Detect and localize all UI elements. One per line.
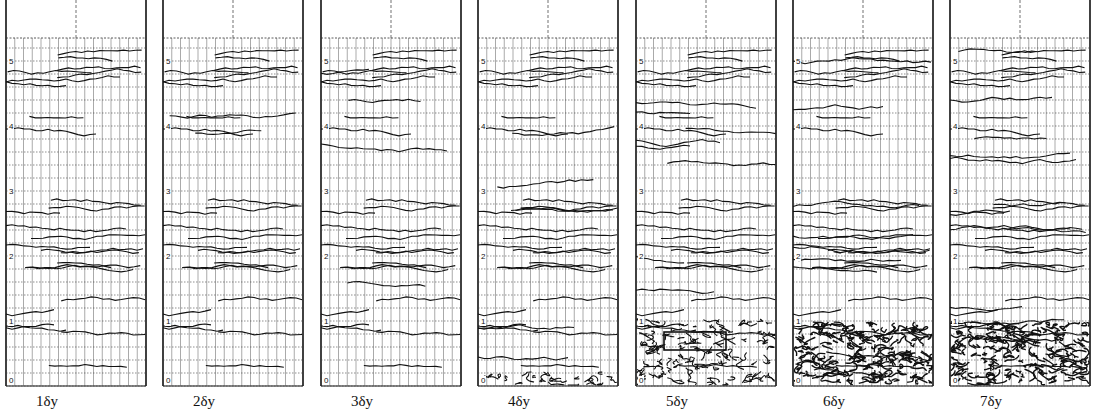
height-tick-number: 2 xyxy=(480,252,486,261)
height-tick-number: 4 xyxy=(638,122,644,131)
panel-caption: 1δy xyxy=(36,393,58,410)
height-tick-number: 0 xyxy=(8,376,14,385)
height-tick-number: 3 xyxy=(638,187,644,196)
height-tick-number: 0 xyxy=(638,376,644,385)
height-tick-number: 2 xyxy=(8,252,14,261)
height-tick-number: 2 xyxy=(952,252,958,261)
height-tick-number: 4 xyxy=(165,122,171,131)
height-tick-number: 1 xyxy=(480,317,486,326)
wall-panel xyxy=(793,0,933,386)
panel-caption: 2δy xyxy=(193,393,215,410)
wall-panel xyxy=(163,0,303,386)
wall-panel xyxy=(636,0,776,386)
height-tick-number: 0 xyxy=(323,376,329,385)
height-tick-number: 2 xyxy=(165,252,171,261)
height-tick-number: 4 xyxy=(952,122,958,131)
height-tick-number: 0 xyxy=(952,376,958,385)
height-tick-number: 4 xyxy=(480,122,486,131)
height-tick-number: 5 xyxy=(638,57,644,66)
height-tick-number: 5 xyxy=(480,57,486,66)
height-tick-number: 5 xyxy=(8,57,14,66)
height-tick-number: 5 xyxy=(323,57,329,66)
height-tick-number: 0 xyxy=(165,376,171,385)
height-tick-number: 1 xyxy=(952,317,958,326)
wall-panel xyxy=(6,0,146,386)
height-tick-number: 1 xyxy=(165,317,171,326)
panel-caption: 7δy xyxy=(980,393,1002,410)
wall-panel xyxy=(950,0,1090,386)
height-tick-number: 0 xyxy=(795,376,801,385)
panel-caption: 6δy xyxy=(823,393,845,410)
height-tick-number: 5 xyxy=(795,57,801,66)
height-tick-number: 4 xyxy=(323,122,329,131)
panel-caption: 4δy xyxy=(508,393,530,410)
height-tick-number: 1 xyxy=(323,317,329,326)
height-tick-number: 2 xyxy=(795,252,801,261)
height-tick-number: 1 xyxy=(795,317,801,326)
panel-caption: 5δy xyxy=(666,393,688,410)
height-tick-number: 3 xyxy=(323,187,329,196)
height-tick-number: 1 xyxy=(8,317,14,326)
height-tick-number: 1 xyxy=(638,317,644,326)
height-tick-number: 3 xyxy=(165,187,171,196)
height-tick-number: 3 xyxy=(480,187,486,196)
height-tick-number: 4 xyxy=(8,122,14,131)
height-tick-number: 2 xyxy=(323,252,329,261)
height-tick-number: 3 xyxy=(795,187,801,196)
wall-panel xyxy=(478,0,618,386)
height-tick-number: 4 xyxy=(795,122,801,131)
wall-panel xyxy=(321,0,461,386)
height-tick-number: 5 xyxy=(952,57,958,66)
height-tick-number: 3 xyxy=(952,187,958,196)
height-tick-number: 5 xyxy=(165,57,171,66)
height-tick-number: 2 xyxy=(638,252,644,261)
height-tick-number: 0 xyxy=(480,376,486,385)
height-tick-number: 3 xyxy=(8,187,14,196)
panel-caption: 3δy xyxy=(351,393,373,410)
